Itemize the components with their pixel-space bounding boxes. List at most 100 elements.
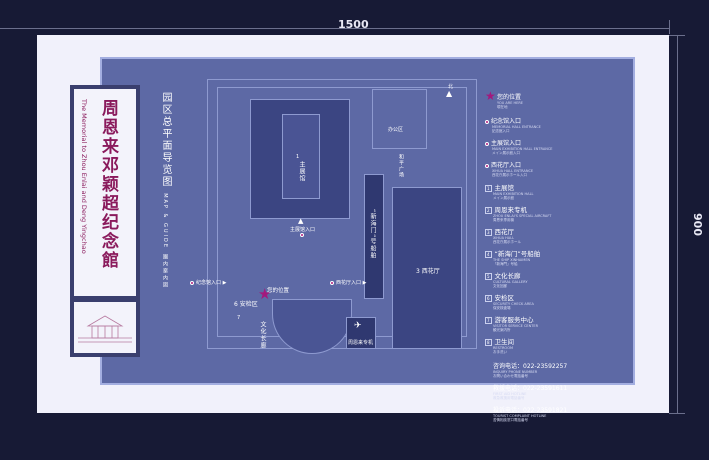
map-title-cn: 园区总平面导览图 (160, 92, 171, 188)
legend-jp: 保安検査場 (493, 306, 511, 310)
legend-cn: 游客服务中心 (494, 316, 534, 324)
legend-number: 4 (485, 250, 492, 258)
height-dimension-line (677, 35, 678, 413)
main-hall-label: 主展馆 (298, 161, 305, 182)
legend-en: RESTROOM (493, 346, 513, 350)
legend-number: 7 (485, 316, 492, 324)
legend-cn: 主展馆 (494, 184, 515, 192)
dimension-tick (669, 413, 685, 414)
legend-cn: 主展馆入口 (491, 140, 522, 147)
legend-en: XIHUA HALL ENTRANCE (492, 169, 534, 173)
you-are-here-label: 您的位置 (267, 288, 290, 294)
legend-cn: 周恩来专机 (494, 206, 528, 214)
legend-jp: 文化回廊 (493, 284, 507, 288)
office-area (372, 89, 427, 149)
legend-number: 2 (485, 206, 492, 214)
legend-jp: 現在地 (497, 105, 508, 109)
legend-en: FIRST AID HOTLINE (493, 392, 527, 396)
square-label: 和平广场 (398, 154, 404, 178)
map-title-en: MAP & GUIDE (162, 193, 168, 250)
legend-en: ZHOU ENLAI'S SPECIAL AIRCRAFT (493, 214, 552, 218)
legend-en: MAIN EXHIBITION HALL (493, 192, 534, 196)
phone-label: 咨询电话： (493, 363, 524, 370)
north-arrow-icon: ▲ (446, 89, 453, 98)
north-label: 北 (448, 84, 454, 90)
legend-jp: 西花庁展示ホール入口 (492, 173, 527, 177)
legend-number: 6 (485, 294, 492, 302)
legend-cn: 文化长廊 (494, 272, 521, 280)
aircraft-label: 周恩来专机 (348, 340, 374, 346)
phone-label: 投诉电话： (493, 407, 524, 414)
legend-en: XIHUA HALL (493, 236, 515, 240)
legend-en: TOURIST COMPLAINT HOTLINE (493, 414, 547, 418)
legend-jp: 観光案内所 (493, 328, 511, 332)
legend-en: VISITOR SERVICE CENTER (493, 324, 539, 328)
legend-en: INQUIRY PHONE NUMBER (493, 370, 538, 374)
legend-jp: メイン展示館入口 (492, 151, 520, 155)
phone-number: 022-23591611 (523, 385, 568, 392)
legend-number: 8 (485, 338, 492, 346)
main-entrance-label: 主展馆入口 (290, 227, 316, 233)
xihua-number: 3 (416, 268, 420, 275)
legend-cn: 纪念馆入口 (491, 118, 522, 125)
legend-jp: 西花庁展示ホール (493, 240, 521, 244)
legend-jp: 苦情相談窓口電話番号 (493, 418, 528, 422)
phone-number: 022-23592257 (523, 363, 568, 370)
legend-cn: 卫生间 (494, 338, 515, 346)
legend-number: 5 (485, 272, 492, 280)
star-icon: ★ (485, 89, 496, 103)
legend-jp: 「新海門」号船 (493, 262, 518, 266)
legend-jp: お問い合わせ電話番号 (493, 374, 528, 378)
height-dimension-label: 900 (690, 213, 704, 236)
map-title-jp: 園内案内図 (162, 254, 168, 290)
legend-you-are-here: ★ 您的位置 YOU ARE HERE 現在地 (485, 89, 625, 110)
main-hall-number: 1 (296, 154, 300, 160)
legend-en: SECURITY CHECK AREA (493, 302, 534, 306)
memorial-entrance-label: 纪念馆入口 (196, 280, 222, 286)
phone-label: 救援电话： (493, 385, 524, 392)
map-title: 园区总平面导览图 MAP & GUIDE 園内案内図 (158, 92, 173, 289)
width-dimension-line (0, 28, 669, 29)
dimension-tick (669, 20, 670, 34)
xihua-label: 西花厅 (421, 268, 440, 275)
ship-label: “新海门”号船舶 (369, 209, 376, 260)
xihua-hall-area (392, 187, 462, 349)
xihua-entrance-label: 西花厅入口 (336, 280, 362, 286)
gallery-label: 文化长廊 (259, 321, 266, 349)
legend-cn: 您的位置 (497, 94, 522, 101)
legend-cn: “新海门”号船舶 (494, 250, 541, 258)
dimension-tick (669, 35, 685, 36)
title-panel: The Memorial to Zhou Enlai and Deng Ying… (70, 85, 140, 300)
main-hall-core (282, 114, 320, 199)
legend-cn: 西花厅入口 (491, 162, 522, 169)
legend-number: 1 (485, 184, 492, 192)
width-dimension-label: 1500 (338, 18, 369, 31)
legend-jp: 救急救援用電話番号 (493, 396, 525, 400)
legend-cn: 安检区 (494, 294, 515, 302)
legend-en: CULTURAL GALLERY (493, 280, 528, 284)
legend-en: YOU ARE HERE (497, 101, 524, 105)
legend-cn: 西花厅 (494, 228, 515, 236)
aircraft-area (346, 317, 376, 349)
building-illustration (70, 300, 140, 357)
visitor-center-number: 7 (237, 315, 241, 321)
ship-xinhaimen (364, 174, 384, 299)
entrance-dot-icon (300, 233, 304, 237)
legend-number: 3 (485, 228, 492, 236)
you-are-here-star-icon: ★ (258, 285, 272, 303)
legend-en: MEMORIAL HALL ENTRANCE (492, 125, 541, 129)
entrance-dot-icon (485, 141, 489, 146)
office-label: 办公区 (388, 127, 404, 133)
airplane-icon: ✈ (354, 321, 362, 331)
entrance-arrow-icon: ▲ (298, 217, 304, 225)
